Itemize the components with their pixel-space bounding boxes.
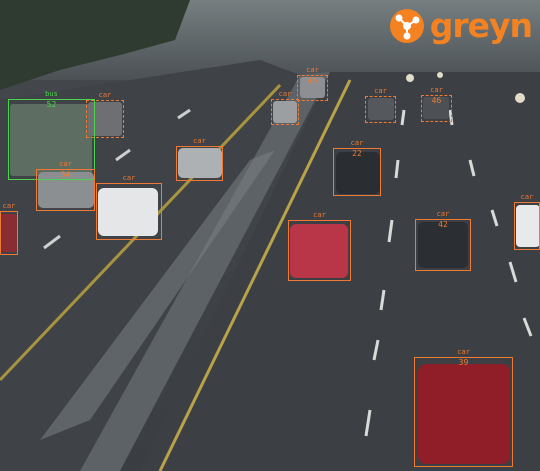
detection-class-label: car — [2, 202, 16, 210]
detection-box-car: car 54 — [36, 161, 95, 211]
detection-class-label: car — [98, 91, 112, 99]
detection-class-label: car — [122, 174, 136, 182]
detection-class-label: car — [278, 90, 292, 98]
detection-class-label: car — [430, 86, 443, 94]
detection-box-car: car 46 — [421, 87, 452, 122]
detection-box-car: car 46 — [297, 67, 328, 101]
detection-class-label: bus — [45, 90, 58, 98]
detection-class-label: car — [59, 160, 72, 168]
detection-box-car: car 22 — [333, 140, 381, 196]
detection-class-label: car — [436, 210, 450, 218]
detection-box-car: car — [0, 203, 18, 255]
detection-class-label: car — [313, 211, 326, 219]
detection-track-id: 52 — [46, 100, 57, 109]
detection-box-car: car — [271, 91, 299, 125]
brand-wordmark: greyn — [429, 6, 533, 45]
detection-track-id: 54 — [60, 170, 71, 179]
detection-box-car: car — [96, 175, 162, 240]
detection-box-car: car — [176, 138, 223, 181]
brand-logo: greyn — [389, 6, 533, 45]
detection-box-car: car 42 — [415, 211, 471, 271]
molecule-icon — [389, 8, 424, 43]
detection-track-id: 46 — [431, 96, 442, 105]
detection-track-id: 46 — [307, 76, 318, 85]
detection-box-car: car — [514, 194, 540, 250]
detection-track-id: 39 — [458, 358, 469, 367]
detection-box-car: car — [365, 88, 396, 123]
detection-track-id: 42 — [438, 220, 448, 229]
detection-class-label: car — [457, 348, 470, 356]
detection-class-label: car — [306, 66, 319, 74]
detection-class-label: car — [193, 137, 206, 145]
detection-class-label: car — [374, 87, 387, 95]
detection-track-id: 22 — [352, 149, 362, 158]
detection-box-bus: bus 52 — [8, 91, 95, 180]
detection-class-label: car — [520, 193, 534, 201]
detection-class-label: car — [350, 139, 364, 147]
detection-box-car: car — [288, 212, 351, 281]
detection-box-car: car 39 — [414, 349, 513, 467]
detection-box-car: car — [86, 92, 124, 138]
